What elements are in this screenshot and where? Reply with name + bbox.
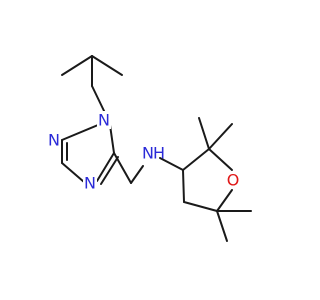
bond-n4-c5: [96, 152, 115, 182]
bond-n4-c5-double: [100, 156, 119, 185]
atom-nh-n: N: [142, 144, 154, 163]
bond-isobutyl-4: [91, 85, 107, 116]
bond-isobutyl-2: [91, 55, 123, 76]
atom-labels: N N N N H O: [47, 111, 240, 193]
atom-n2: N: [48, 131, 60, 150]
bonds: [61, 55, 252, 242]
bond-c4-c3: [182, 169, 185, 203]
atom-nh-h: H: [153, 144, 165, 163]
bond-c2-o: [208, 148, 233, 171]
bond-ch2-nh: [130, 165, 144, 184]
bond-c5-ch2: [113, 152, 132, 184]
bond-n1-n2: [61, 124, 99, 141]
atom-n1: N: [98, 111, 110, 130]
atom-o: O: [227, 171, 240, 190]
bond-isobutyl-1: [61, 55, 93, 76]
bond-c5-me2: [216, 210, 228, 242]
bond-o-c5: [216, 189, 233, 212]
bond-c3-n4: [61, 162, 85, 183]
bond-c2-me1: [198, 117, 210, 150]
bond-c5-n1: [109, 124, 115, 154]
bond-c5-c4: [183, 201, 218, 212]
bond-nh-c3prime: [159, 157, 184, 171]
molecule-structure: N N N N H O: [47, 55, 252, 242]
bond-c3-c2: [182, 148, 210, 171]
bond-c2-me2: [208, 123, 233, 150]
atom-n4: N: [84, 174, 96, 193]
